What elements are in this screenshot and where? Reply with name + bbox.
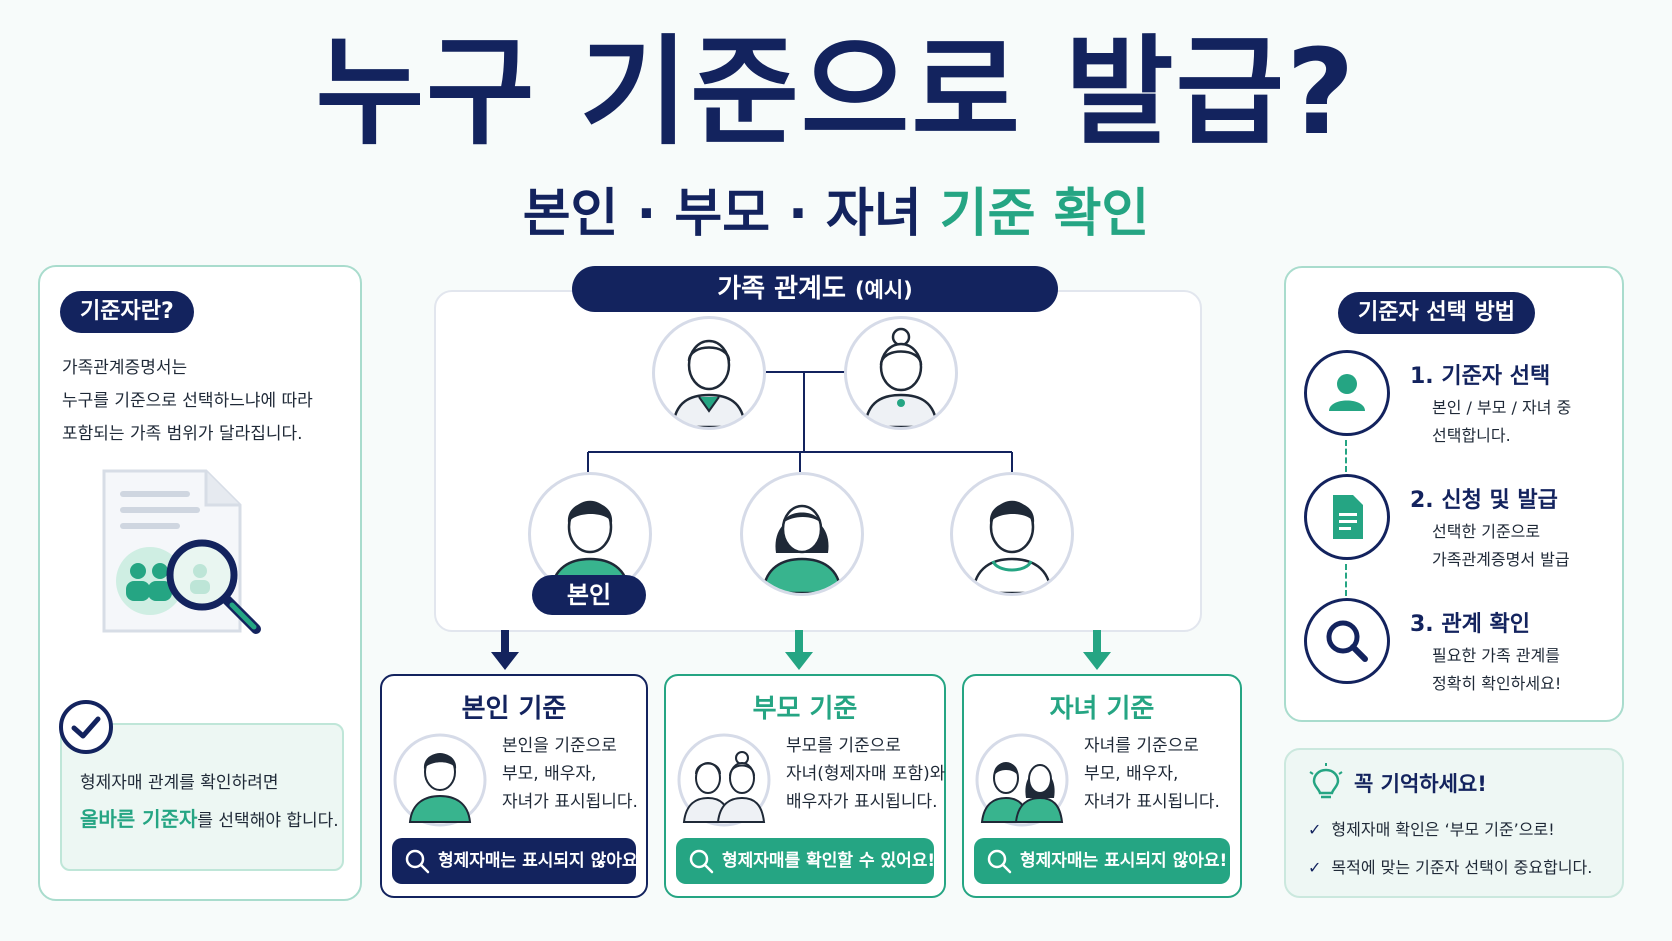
card-description: 자녀를 기준으로 부모, 배우자, 자녀가 표시됩니다. xyxy=(1084,732,1244,816)
card-line: 자녀가 표시됩니다. xyxy=(502,792,638,812)
right-panel: 기준자 선택 방법 1. 기준자 선택 본인 / 부모 / 자녀 중 선택합니다… xyxy=(1284,266,1624,722)
subtitle-part1: 본인 · 부모 · 자녀 xyxy=(522,184,940,244)
card-note-label: 형제자매는 표시되지 않아요 xyxy=(438,851,638,871)
subtitle-part2: 기준 확인 xyxy=(939,184,1150,244)
woman-avatar-icon xyxy=(761,504,843,593)
children-avatar-icon xyxy=(975,733,1069,827)
magnifier-icon xyxy=(987,849,1012,874)
card-self-basis: 본인 기준 본인을 기준으로 부모, 배우자, 자녀가 표시됩니다. 형제자매는… xyxy=(380,674,648,898)
card-description: 부모를 기준으로 자녀(형제자매 포함)와 배우자가 표시됩니다. xyxy=(786,732,956,816)
page-subtitle: 본인 · 부모 · 자녀 기준 확인 xyxy=(0,182,1672,246)
woman-avatar-icon xyxy=(863,327,939,427)
step-3-description: 필요한 가족 관계를 정확히 확인하세요! xyxy=(1432,642,1561,698)
check-icon: ✓ xyxy=(1308,820,1322,839)
left-panel: 기준자란? 가족관계증명서는 누구를 기준으로 선택하느냐에 따라 포함되는 가… xyxy=(38,265,362,901)
step-2-description: 선택한 기준으로 가족관계증명서 발급 xyxy=(1432,518,1570,574)
family-tree-label-small: (예시) xyxy=(854,278,913,302)
card-line: 자녀(형제자매 포함)와 xyxy=(786,764,946,784)
avatar-sibling-male xyxy=(950,472,1074,596)
step-2-title: 2. 신청 및 발급 xyxy=(1410,488,1558,513)
card-note-label: 형제자매는 표시되지 않아요! xyxy=(1020,851,1228,871)
step-line: 본인 / 부모 / 자녀 중 xyxy=(1432,398,1572,417)
card-line: 자녀를 기준으로 xyxy=(1084,736,1199,756)
man-avatar-icon xyxy=(971,500,1053,593)
tip-title: 꼭 기억하세요! xyxy=(1354,772,1487,796)
card-description: 본인을 기준으로 부모, 배우자, 자녀가 표시됩니다. xyxy=(502,732,662,816)
card-title: 자녀 기준 xyxy=(1049,694,1155,724)
step-1-circle xyxy=(1304,350,1390,436)
card-line: 부모를 기준으로 xyxy=(786,736,901,756)
tip-item-text: 목적에 맞는 기준자 선택이 중요합니다. xyxy=(1331,858,1593,877)
card-note-button[interactable]: 형제자매를 확인할 수 있어요! xyxy=(676,838,936,884)
check-note-rest: 를 선택해야 합니다. xyxy=(197,811,339,831)
document-icon xyxy=(1333,495,1363,539)
left-panel-description: 가족관계증명서는 누구를 기준으로 선택하느냐에 따라 포함되는 가족 범위가 … xyxy=(62,352,352,451)
check-note-box xyxy=(60,723,344,871)
arrow-down-icon xyxy=(491,630,519,670)
tip-panel: 꼭 기억하세요! ✓ 형제자매 확인은 ‘부모 기준’으로! ✓ 목적에 맞는 기준… xyxy=(1284,748,1624,898)
card-parent-basis: 부모 기준 부모를 기준으로 자녀(형제자매 포함)와 배우자가 표시됩니다. … xyxy=(664,674,946,898)
card-title: 부모 기준 xyxy=(752,694,858,724)
right-panel-pill: 기준자 선택 방법 xyxy=(1338,292,1535,334)
desc-line: 포함되는 가족 범위가 달라집니다. xyxy=(62,424,303,444)
card-note-label: 형제자매를 확인할 수 있어요! xyxy=(722,851,936,871)
card-note-button[interactable]: 형제자매는 표시되지 않아요! xyxy=(974,838,1230,884)
step-line: 가족관계증명서 발급 xyxy=(1432,550,1570,569)
card-line: 자녀가 표시됩니다. xyxy=(1084,792,1220,812)
check-note-line: 형제자매 관계를 확인하려면 xyxy=(80,773,279,793)
step-3-title: 3. 관계 확인 xyxy=(1410,612,1530,637)
step-line: 선택합니다. xyxy=(1432,426,1511,445)
document-search-icon xyxy=(102,469,261,634)
arrow-down-icon xyxy=(785,630,813,670)
card-child-basis: 자녀 기준 자녀를 기준으로 부모, 배우자, 자녀가 표시됩니다. 형제자매는… xyxy=(962,674,1242,898)
tip-item-text: 형제자매 확인은 ‘부모 기준’으로! xyxy=(1331,820,1555,839)
step-line: 정확히 확인하세요! xyxy=(1432,674,1562,693)
step-connector xyxy=(1345,564,1347,596)
search-icon xyxy=(1326,620,1368,662)
check-icon: ✓ xyxy=(1308,858,1322,877)
person-icon xyxy=(1329,374,1365,411)
family-tree-label: 가족 관계도 (예시) xyxy=(572,266,1058,312)
card-line: 부모, 배우자, xyxy=(1084,764,1179,784)
check-note-line: 올바른 기준자를 선택해야 합니다. xyxy=(80,801,344,839)
family-tree-label-main: 가족 관계도 xyxy=(717,274,855,304)
checkmark-icon xyxy=(59,700,113,754)
step-line: 선택한 기준으로 xyxy=(1432,522,1541,541)
avatar-father xyxy=(652,316,766,430)
desc-line: 누구를 기준으로 선택하느냐에 따라 xyxy=(62,391,313,411)
card-line: 본인을 기준으로 xyxy=(502,736,617,756)
check-note-text: 형제자매 관계를 확인하려면 올바른 기준자를 선택해야 합니다. xyxy=(80,765,344,839)
man-avatar-icon xyxy=(393,733,487,827)
step-connector xyxy=(1345,440,1347,472)
step-1-title: 1. 기준자 선택 xyxy=(1410,364,1551,389)
lightbulb-icon xyxy=(1309,763,1343,799)
desc-line: 가족관계증명서는 xyxy=(62,358,188,378)
step-line: 필요한 가족 관계를 xyxy=(1432,646,1560,665)
man-avatar-icon xyxy=(671,339,747,427)
parents-avatar-icon xyxy=(677,733,771,827)
check-note-highlight: 올바른 기준자 xyxy=(80,807,198,831)
magnifier-icon xyxy=(405,849,430,874)
card-title: 본인 기준 xyxy=(461,694,567,724)
tip-item: ✓ 형제자매 확인은 ‘부모 기준’으로! xyxy=(1308,816,1555,840)
page-title: 누구 기준으로 발급? xyxy=(315,23,1357,161)
card-line: 부모, 배우자, xyxy=(502,764,597,784)
avatar-sibling-female xyxy=(740,472,864,596)
arrow-down-icon xyxy=(1083,630,1111,670)
card-note-button[interactable]: 형제자매는 표시되지 않아요 xyxy=(392,838,638,884)
left-panel-pill: 기준자란? xyxy=(60,291,194,333)
self-badge: 본인 xyxy=(532,575,646,615)
avatar-mother xyxy=(844,316,958,430)
magnifier-icon xyxy=(689,849,714,874)
step-3-circle xyxy=(1304,598,1390,684)
tip-item: ✓ 목적에 맞는 기준자 선택이 중요합니다. xyxy=(1308,854,1592,878)
card-line: 배우자가 표시됩니다. xyxy=(786,792,938,812)
step-1-description: 본인 / 부모 / 자녀 중 선택합니다. xyxy=(1432,394,1571,450)
step-2-circle xyxy=(1304,474,1390,560)
